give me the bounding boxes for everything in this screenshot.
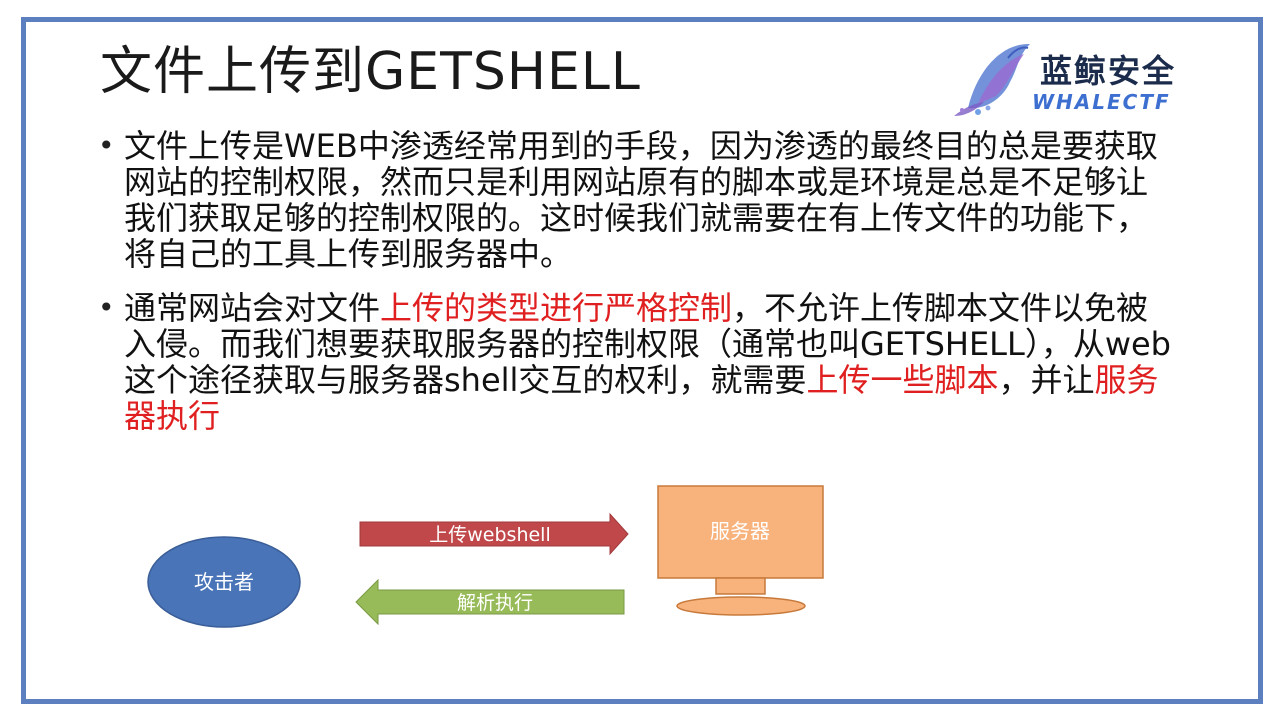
bullet-item: • 通常网站会对文件上传的类型进行严格控制，不允许上传脚本文件以免被入侵。而我们… — [98, 290, 1178, 434]
bullet-item: • 文件上传是WEB中渗透经常用到的手段，因为渗透的最终目的总是要获取网站的控制… — [98, 128, 1178, 272]
bullet-text: 文件上传是WEB中渗透经常用到的手段，因为渗透的最终目的总是要获取网站的控制权限… — [124, 127, 1158, 273]
logo-text-en: WHALECTF — [1032, 90, 1171, 114]
bullet-highlight: 上传一些脚本 — [806, 361, 999, 399]
bullet-highlight: 上传的类型进行严格控制 — [380, 289, 733, 327]
bullet-text: 通常网站会对文件 — [124, 289, 381, 327]
bullet-text: ，不允许上传脚本文件以免被入侵。而我们想要获取服务器的控制权限（通常也叫GETS… — [124, 289, 1171, 399]
whale-icon — [954, 43, 1030, 116]
whalectf-logo — [954, 43, 1030, 116]
bullet-dot-icon: • — [98, 291, 115, 324]
bullet-highlight: 服务器执行 — [124, 361, 1159, 435]
slide-title: 文件上传到GETSHELL — [100, 42, 641, 102]
logo-text-cn: 蓝鲸安全 — [1040, 52, 1177, 90]
slide-frame — [21, 17, 1263, 704]
bullet-dot-icon: • — [98, 129, 115, 162]
bullet-text: ，并让 — [998, 361, 1095, 399]
bullet-list: • 文件上传是WEB中渗透经常用到的手段，因为渗透的最终目的总是要获取网站的控制… — [98, 128, 1178, 452]
